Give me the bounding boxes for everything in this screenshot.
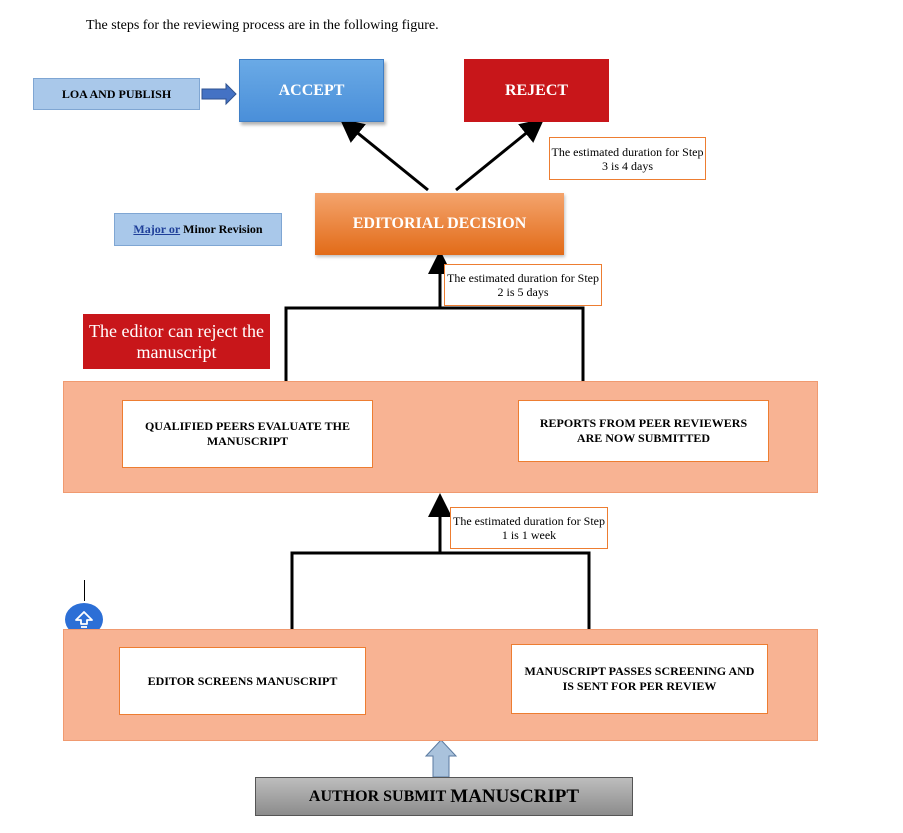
passes-screening-box: MANUSCRIPT PASSES SCREENING AND IS SENT … (511, 644, 768, 714)
revision-box: Major or Minor Revision (114, 213, 282, 246)
intro-text: The steps for the reviewing process are … (86, 18, 439, 33)
duration-step3-box: The estimated duration for Step 3 is 4 d… (549, 137, 706, 180)
author-manuscript-text: MANUSCRIPT (450, 785, 580, 807)
step1-bracket (290, 551, 591, 629)
revision-rest-text: Minor Revision (183, 222, 263, 236)
reject-box: REJECT (464, 59, 609, 122)
editor-can-reject-box: The editor can reject the manuscript (83, 314, 270, 369)
up-arrow-icon (75, 610, 93, 628)
loa-arrow (201, 82, 237, 106)
accept-box: ACCEPT (239, 59, 384, 122)
arrow-to-accept (339, 118, 429, 192)
revision-underlined-text: Major or (133, 222, 181, 236)
loa-publish-box: LOA AND PUBLISH (33, 78, 200, 110)
duration-step2-box: The estimated duration for Step 2 is 5 d… (444, 264, 602, 306)
author-up-arrow (424, 739, 458, 778)
reports-submitted-box: REPORTS FROM PEER REVIEWERS ARE NOW SUBM… (518, 400, 769, 462)
arrow-to-reject (455, 118, 545, 192)
editorial-decision-box: EDITORIAL DECISION (315, 193, 564, 255)
qualified-peers-box: QUALIFIED PEERS EVALUATE THE MANUSCRIPT (122, 400, 373, 468)
editor-screens-box: EDITOR SCREENS MANUSCRIPT (119, 647, 366, 715)
duration-step1-box: The estimated duration for Step 1 is 1 w… (450, 507, 608, 549)
step2-bracket (284, 306, 585, 381)
text-cursor (84, 580, 85, 601)
author-submit-text: AUTHOR SUBMIT (308, 787, 447, 805)
author-submit-box: AUTHOR SUBMIT MANUSCRIPT (255, 777, 633, 816)
